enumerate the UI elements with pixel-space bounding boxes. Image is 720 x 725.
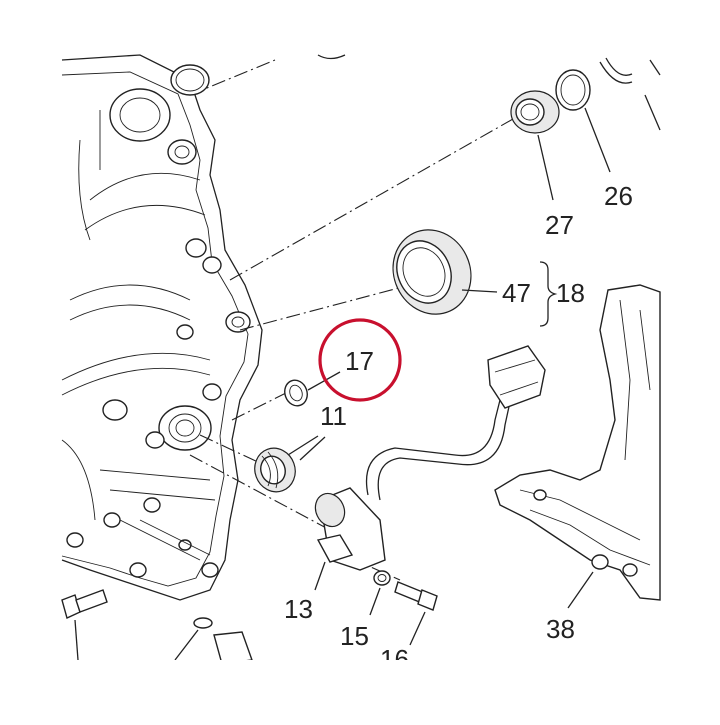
engine-cover-housing xyxy=(61,54,263,601)
part-27-seal xyxy=(510,90,560,201)
part-13-sensor xyxy=(314,345,546,591)
part-17-oring xyxy=(284,371,341,407)
part-38-bracket xyxy=(494,284,661,609)
part-26-circlip xyxy=(555,69,611,173)
part-top-right-ring xyxy=(599,57,661,131)
fitting-lower xyxy=(174,617,253,665)
callout-18[interactable]: 18 xyxy=(556,278,585,308)
callout-15[interactable]: 15 xyxy=(340,621,369,651)
bolt-lower-left xyxy=(61,589,108,661)
bottom-crop-mask xyxy=(0,660,720,720)
callout-38[interactable]: 38 xyxy=(546,614,575,644)
highlight-circle-part-17 xyxy=(318,318,402,402)
brace-18 xyxy=(539,261,558,327)
callout-27[interactable]: 27 xyxy=(545,210,574,240)
part-oring-top-left xyxy=(170,64,210,96)
callout-17[interactable]: 17 xyxy=(345,346,374,376)
part-47-oil-seal xyxy=(392,229,498,315)
part-15-washer xyxy=(369,570,391,616)
callout-11[interactable]: 11 xyxy=(320,401,347,431)
part-11-spring-seal xyxy=(254,435,326,493)
callout-26[interactable]: 26 xyxy=(604,181,633,211)
callout-13[interactable]: 13 xyxy=(284,594,313,624)
part-16-bolt xyxy=(394,581,438,646)
part-top-center-bore xyxy=(317,54,346,60)
callout-47[interactable]: 47 xyxy=(502,278,531,308)
